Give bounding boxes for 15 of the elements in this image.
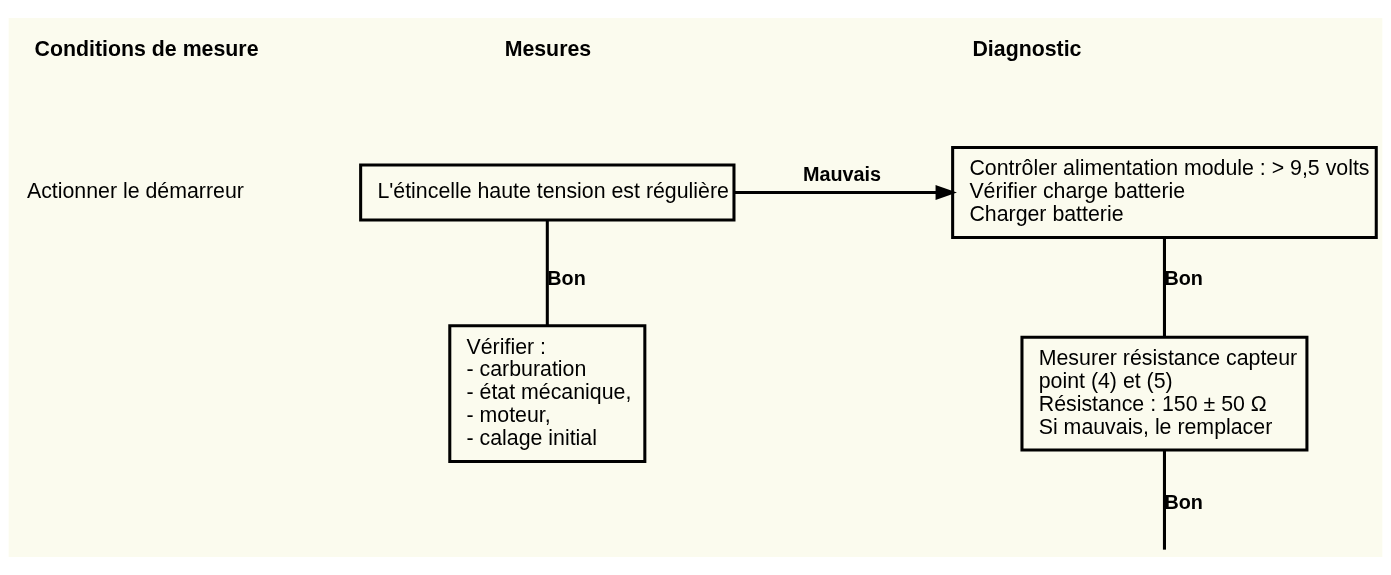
arrow [734, 185, 957, 200]
node-box: Contrôler alimentation module : > 9,5 volts Vérifier charge batterie Charger batterie [951, 146, 1378, 239]
node-box: Vérifier : - carburation - état mécanique, - moteur, - calage initial [448, 324, 647, 463]
edge-label: Mauvais [802, 162, 882, 185]
edge-label: Bon [1164, 267, 1203, 290]
label: Mesures [504, 36, 592, 61]
label: Diagnostic [972, 36, 1082, 61]
connector [1162, 237, 1166, 337]
label: Conditions de mesure [34, 36, 259, 61]
node-box: Mesurer résistance capteur point (4) et (5) Résistance : 150 ± 50 Ω Si mauvais, le remplacer [1020, 335, 1309, 452]
connector [1162, 450, 1166, 550]
connector [545, 220, 549, 326]
node-box: L'étincelle haute tension est régulière [359, 163, 736, 222]
label: Actionner le démarreur [26, 179, 244, 204]
edge-label: Bon [1164, 491, 1203, 514]
